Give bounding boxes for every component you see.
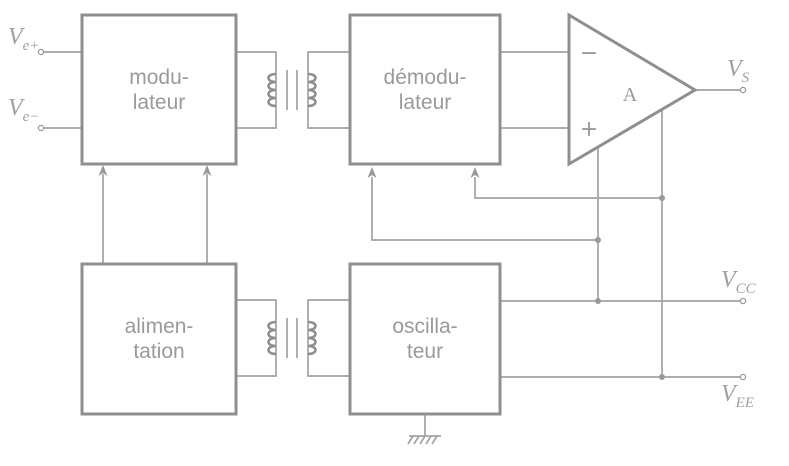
svg-text:lateur: lateur — [133, 91, 186, 114]
block-demodulateur: démodu- lateur — [348, 13, 502, 166]
svg-text:oscilla-: oscilla- — [392, 315, 457, 338]
svg-text:teur: teur — [407, 340, 443, 363]
amplifier-triangle: − + A — [567, 12, 698, 167]
label-vee: VEE — [721, 381, 754, 411]
svg-text:modu-: modu- — [129, 66, 189, 89]
arrow-demod-feed-right — [470, 167, 480, 178]
label-ve-plus: Ve+ — [8, 24, 39, 54]
block-modulateur: modu- lateur — [80, 13, 238, 166]
coil-upper-primary-icon — [267, 72, 277, 108]
wire-demod-feed-left — [371, 177, 598, 241]
arrow-power-left — [98, 165, 108, 176]
ground-icon — [407, 414, 441, 445]
svg-text:tation: tation — [133, 340, 184, 363]
coil-lower-secondary-icon — [307, 320, 317, 356]
block-alimentation-line2: tation — [133, 340, 184, 363]
block-demodulateur-line1: démodu- — [384, 66, 467, 89]
svg-text:alimen-: alimen- — [125, 315, 194, 338]
wire-coil-to-osc — [307, 299, 350, 377]
arrow-demod-feed-left — [367, 167, 377, 178]
block-alimentation-line1: alimen- — [125, 315, 194, 338]
block-alimentation: alimen- tation — [80, 262, 238, 416]
arrow-power-right — [202, 165, 212, 176]
amp-plus-sign: + — [580, 117, 598, 142]
junction-dot — [659, 374, 665, 380]
label-vs: VS — [727, 56, 750, 86]
terminal-ve-minus — [37, 124, 45, 132]
terminal-vs — [739, 86, 747, 94]
junction-dot — [595, 298, 601, 304]
wire-coil-to-demod — [307, 51, 350, 129]
block-modulateur-line1: modu- — [129, 66, 189, 89]
svg-text:démodu-: démodu- — [384, 66, 467, 89]
junction-dot — [659, 195, 665, 201]
terminal-vee — [739, 373, 747, 381]
terminal-vcc — [739, 297, 747, 305]
block-oscillateur: oscilla- teur — [348, 262, 502, 416]
block-demodulateur-line2: lateur — [399, 91, 452, 114]
label-vcc: VCC — [721, 267, 757, 297]
terminal-ve-plus — [37, 48, 45, 56]
junction-dot — [595, 237, 601, 243]
wire-demod-feed-right — [474, 177, 662, 199]
coil-upper-secondary-icon — [307, 72, 317, 108]
block-oscillateur-line1: oscilla- — [392, 315, 457, 338]
label-ve-minus: Ve− — [8, 95, 39, 125]
block-oscillateur-line2: teur — [407, 340, 443, 363]
amp-minus-sign: − — [580, 41, 598, 66]
svg-text:lateur: lateur — [399, 91, 452, 114]
block-modulateur-line2: lateur — [133, 91, 186, 114]
amp-name: A — [623, 84, 638, 106]
coil-lower-primary-icon — [267, 320, 277, 356]
